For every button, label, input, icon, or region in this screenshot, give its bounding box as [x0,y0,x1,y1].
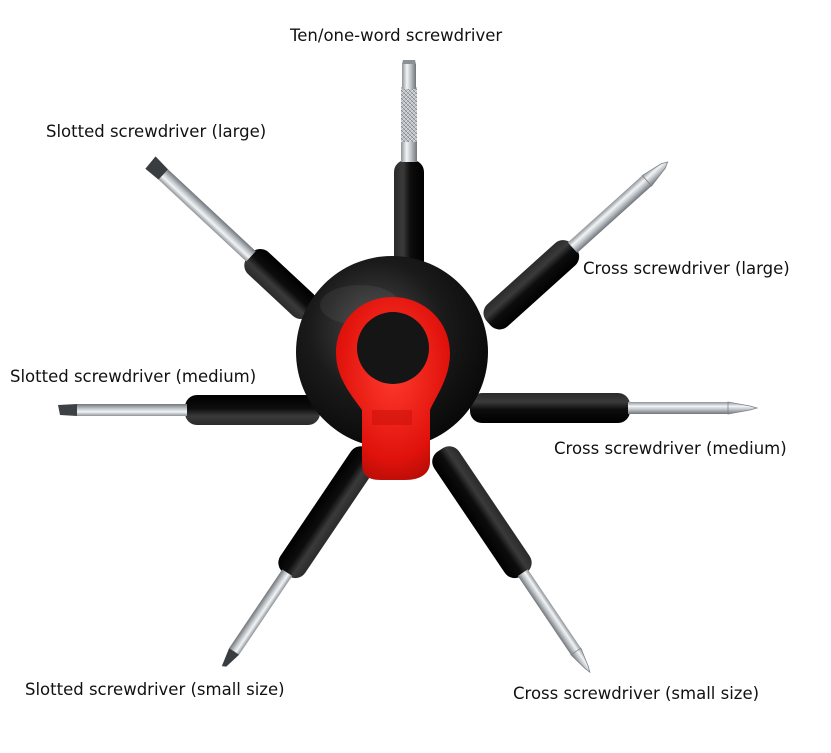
red-keyring-loop [336,297,450,480]
label-cross-small: Cross screwdriver (small size) [513,684,760,703]
label-slotted-medium: Slotted screwdriver (medium) [10,367,257,386]
label-slotted-large: Slotted screwdriver (large) [46,122,267,141]
screwdriver-ten-one-word [394,60,424,285]
screwdriver-slotted-small [221,446,378,667]
label-ten-one-word: Ten/one-word screwdriver [290,26,503,45]
label-cross-medium: Cross screwdriver (medium) [554,439,787,458]
label-slotted-small: Slotted screwdriver (small size) [25,680,285,699]
screwdriver-slotted-medium [58,395,320,425]
keyring-hole [357,312,429,384]
screwdriver-slotted-large [145,156,317,319]
screwdriver-cross-small [432,446,591,674]
screwdriver-cross-large [483,161,669,330]
label-cross-large: Cross screwdriver (large) [583,259,790,278]
screwdriver-cross-medium [470,393,759,423]
